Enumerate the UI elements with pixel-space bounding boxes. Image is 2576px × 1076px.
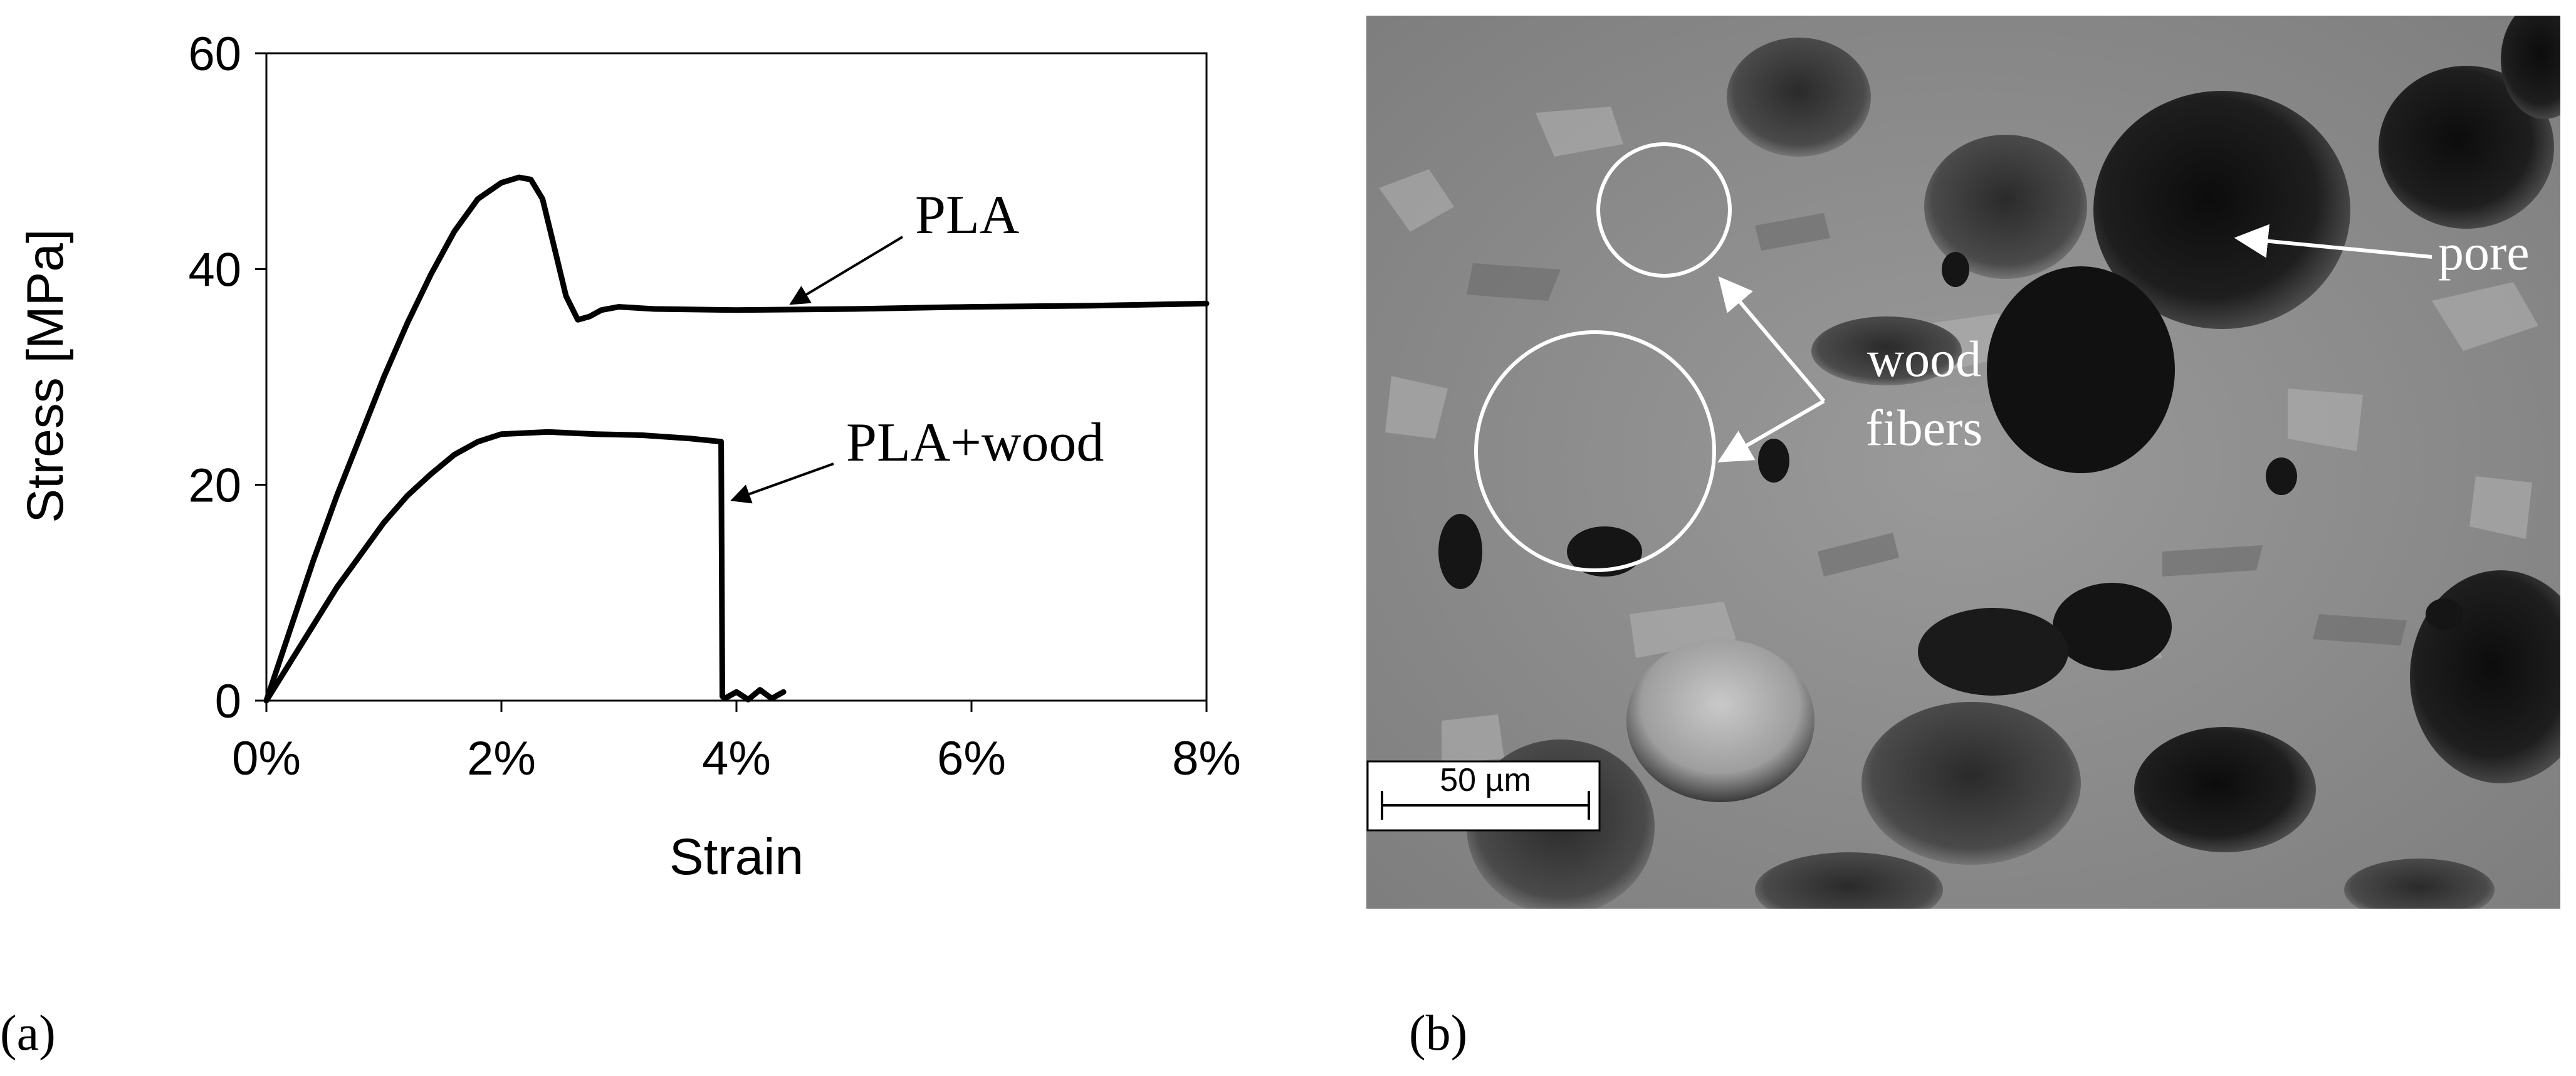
series-group — [263, 174, 1210, 704]
plot-frame — [265, 52, 1208, 702]
wood-fiber-arrow-2 — [1717, 399, 1825, 462]
fiber-circle-small — [1596, 142, 1732, 278]
scale-bar: 50 µm — [1366, 760, 1601, 832]
wood-fiber-arrow-1 — [1718, 276, 1826, 402]
axis-ticks: 0% 2% 4% 6% 8% 0 20 40 60 — [188, 28, 1240, 785]
annotation-arrow — [730, 462, 834, 504]
annotation-label: PLA — [915, 185, 1019, 246]
series-line-pla-wood — [263, 429, 787, 704]
y-tick-label: 0 — [215, 675, 241, 728]
x-tick-label: 8% — [1172, 732, 1241, 785]
y-axis-label: Stress [MPa] — [17, 229, 74, 523]
wood-label: wood — [1867, 330, 1981, 387]
fiber-circle-large — [1474, 330, 1716, 572]
panel-label-b: (b) — [1409, 1006, 1467, 1061]
fibers-label: fibers — [1866, 399, 1983, 456]
x-tick-label: 6% — [937, 732, 1006, 785]
chart-annotations: PLA PLA+wood — [730, 185, 1104, 504]
series-line-pla — [263, 174, 1210, 704]
y-tick-label: 20 — [188, 459, 241, 513]
sem-image: pore wood fibers 50 µm — [1366, 16, 2560, 909]
y-tick-label: 40 — [188, 243, 241, 296]
x-tick-label: 4% — [702, 732, 771, 785]
pore-label: pore — [2438, 224, 2530, 281]
annotation-label: PLA+wood — [846, 412, 1104, 473]
pore-arrow — [2234, 224, 2432, 259]
y-tick-label: 60 — [188, 28, 241, 81]
x-axis-label: Strain — [669, 828, 804, 885]
scale-bar-label: 50 µm — [1440, 762, 1531, 798]
panel-label-a: (a) — [0, 1006, 56, 1061]
x-tick-label: 2% — [467, 732, 536, 785]
x-tick-label: 0% — [232, 732, 301, 785]
pores — [1438, 16, 2560, 909]
annotation-arrow — [789, 236, 904, 305]
chart-panel-a: 0% 2% 4% 6% 8% 0 20 40 60 PLA PLA+wood Strain Str… — [17, 28, 1241, 885]
